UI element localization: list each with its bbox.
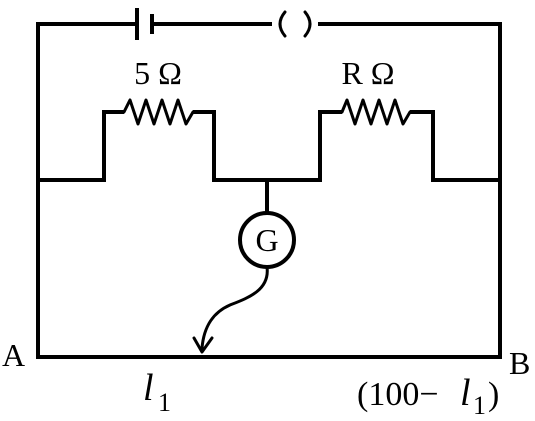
resistor-left-label: 5 Ω bbox=[134, 55, 182, 91]
resistor-right-label: R Ω bbox=[341, 55, 394, 91]
resistor-left-icon bbox=[122, 98, 195, 126]
length-right-close: ) bbox=[488, 376, 499, 413]
length-right-symbol: l bbox=[460, 372, 471, 414]
end-label-a: A bbox=[2, 337, 25, 373]
length-left-symbol: l bbox=[143, 367, 154, 409]
length-right-open: (100− bbox=[357, 376, 439, 413]
key-icon bbox=[278, 10, 312, 38]
galvanometer-label: G bbox=[255, 222, 278, 258]
length-right-label: (100− l 1 ) bbox=[357, 372, 499, 420]
jockey-icon bbox=[192, 265, 269, 354]
length-left-subscript: 1 bbox=[158, 388, 171, 417]
bridge-wire bbox=[36, 180, 502, 359]
resistor-right-icon bbox=[340, 98, 412, 126]
top-loop-wire bbox=[36, 22, 502, 180]
battery-icon bbox=[135, 8, 154, 40]
length-right-subscript: 1 bbox=[473, 391, 486, 420]
length-left-label: l 1 bbox=[143, 367, 171, 417]
end-label-b: B bbox=[509, 345, 530, 381]
resistor-branch-wire bbox=[38, 110, 500, 182]
